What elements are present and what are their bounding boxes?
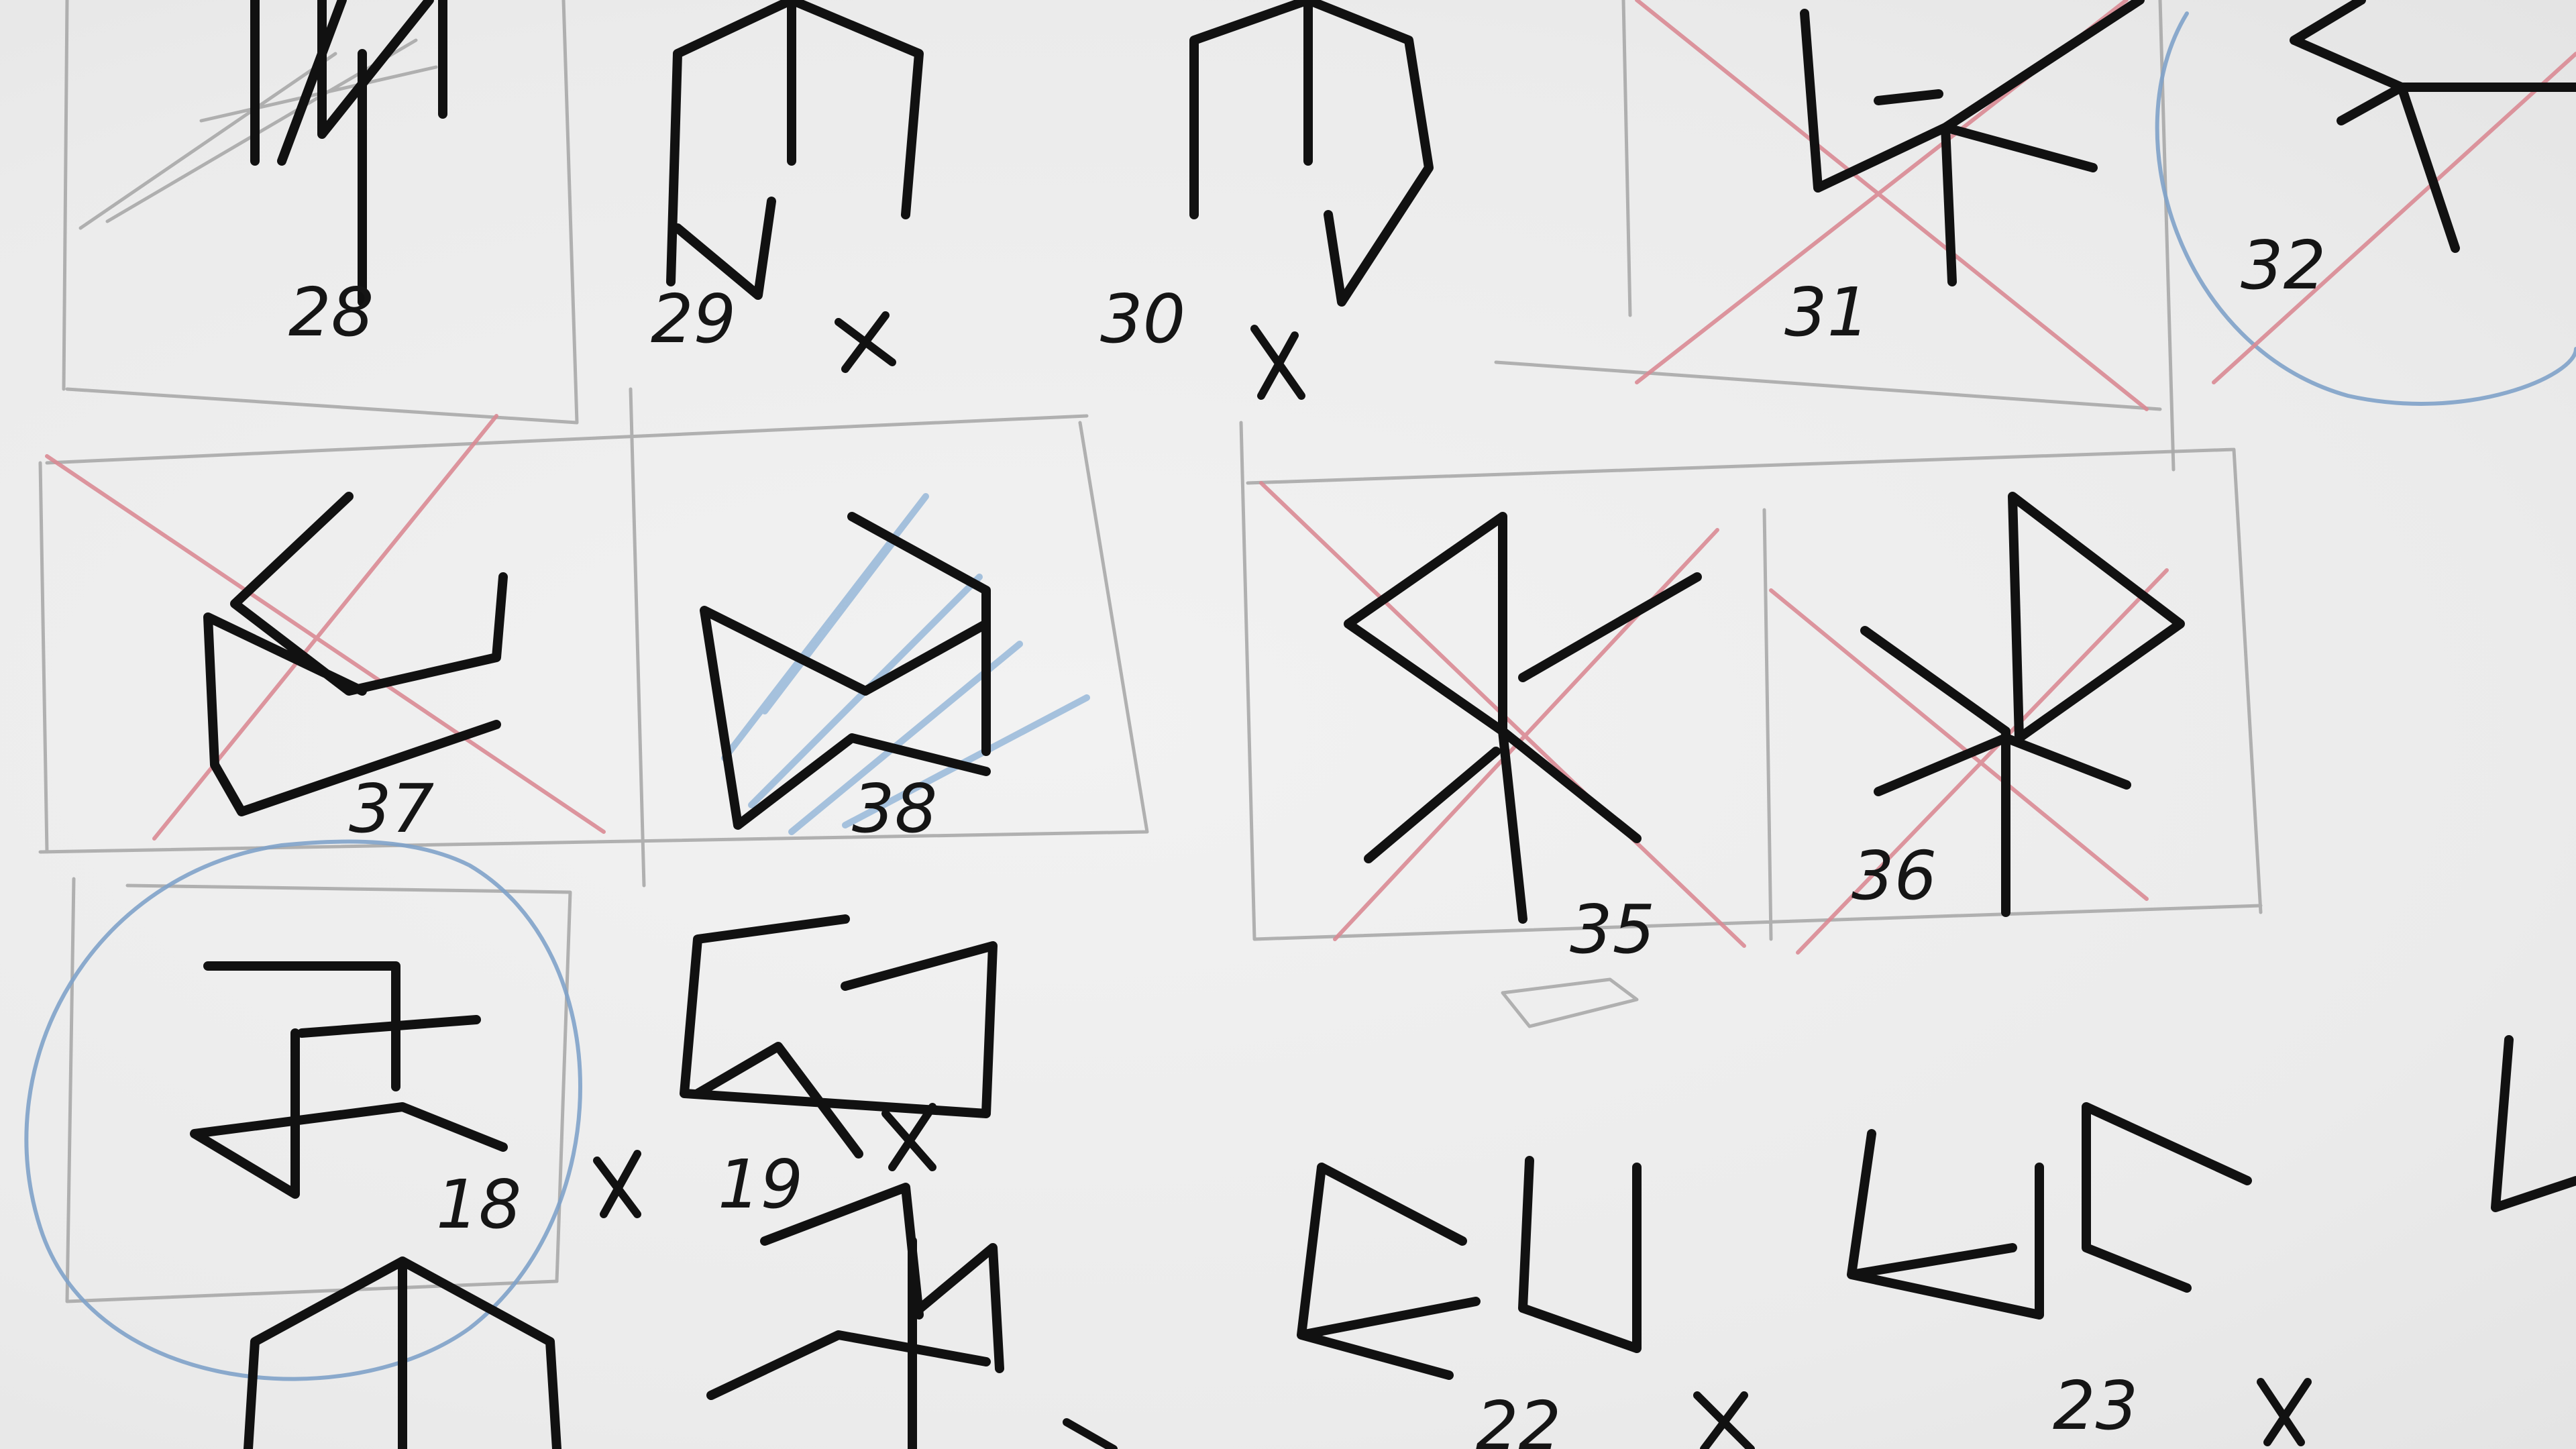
- glyph-18: [190, 961, 508, 1199]
- glyph-edge-right: [2491, 1035, 2576, 1212]
- glyph-37: [203, 492, 508, 816]
- label-31: 31: [1784, 273, 1870, 352]
- glyph-22: [1297, 1156, 1642, 1380]
- glyph-partial-bottom: [244, 1183, 1004, 1449]
- label-30: 30: [1100, 280, 1185, 358]
- glyph-28: [250, 0, 447, 307]
- glyph-35: [1344, 512, 1702, 924]
- glyph-36: [1860, 492, 2185, 917]
- label-28: 28: [288, 273, 374, 352]
- label-19: 19: [718, 1145, 803, 1224]
- label-23: 23: [2053, 1366, 2138, 1445]
- glyph-32: [2290, 0, 2576, 253]
- label-18: 18: [436, 1165, 521, 1244]
- glyph-19: [680, 914, 998, 1159]
- label-36: 36: [1851, 837, 1937, 915]
- glyph-31: [1800, 0, 2145, 286]
- label-37: 37: [349, 769, 434, 848]
- label-22: 22: [1476, 1387, 1561, 1449]
- glyph-30: [1189, 0, 1434, 307]
- sketch-labels: 28 29 30 31 32 37 38 35 36 18 19 22 23: [288, 226, 2326, 1449]
- glyph-23: [1847, 1102, 2252, 1320]
- x-marks: [593, 311, 2312, 1449]
- label-32: 32: [2241, 226, 2326, 305]
- label-29: 29: [651, 280, 736, 358]
- glyph-29: [666, 0, 924, 300]
- label-35: 35: [1570, 890, 1655, 969]
- blue-circles: [24, 11, 2576, 1381]
- glyph-38: [700, 512, 991, 830]
- label-38: 38: [852, 769, 937, 848]
